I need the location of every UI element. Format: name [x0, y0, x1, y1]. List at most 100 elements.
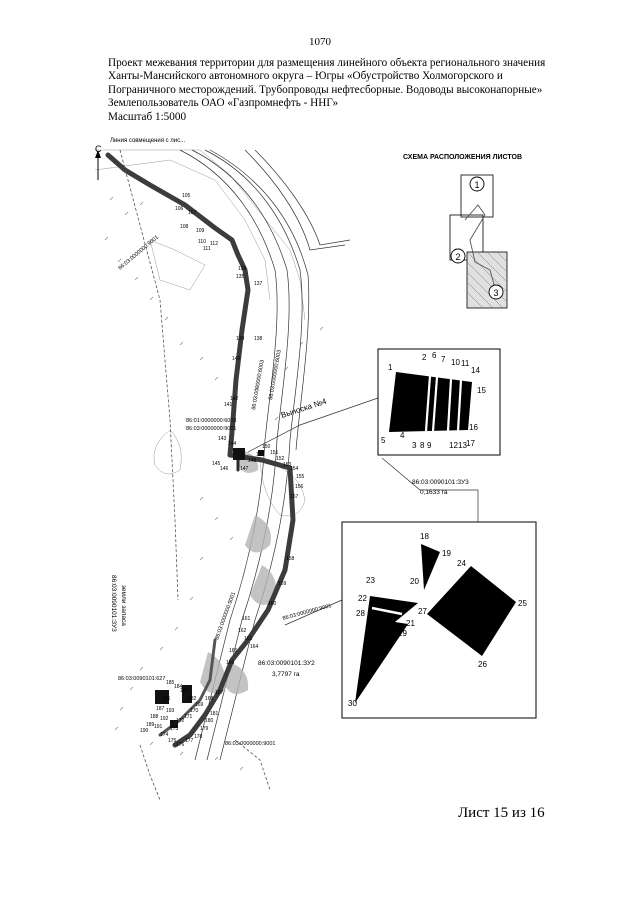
route-point-label: 139	[236, 336, 245, 342]
route-point-label: 140	[232, 356, 241, 362]
route-point-label: 181	[210, 711, 219, 717]
route-point-label: 151	[270, 450, 279, 456]
route-point-label: 185	[166, 680, 175, 686]
route-point-label: 153	[283, 462, 292, 468]
inset-top-point: 15	[477, 386, 486, 395]
route-point-label: 154	[290, 466, 299, 472]
route-point-label: 145	[212, 461, 221, 467]
land-user-line: Землепользователь ОАО «Газпромнефть - НН…	[108, 97, 339, 110]
route-point-label: 107	[188, 210, 197, 216]
title-line-2: Ханты-Мансийского автономного округа – Ю…	[108, 70, 503, 83]
inset-top-point: 1	[388, 363, 393, 372]
route-point-label: 179	[200, 726, 209, 732]
route-point-label: 175	[168, 738, 177, 744]
parcel-label: 86:03:0090101:ЗУ3	[412, 479, 469, 486]
route-point-label: 136	[238, 266, 247, 272]
route-point-label: 150	[262, 444, 271, 450]
route-point-label: 193	[166, 708, 175, 714]
inset-bottom-point: 25	[518, 599, 527, 608]
route-point-label: 147	[240, 466, 249, 472]
parcel-label: 86:03:0000000:9001	[117, 234, 160, 271]
inset-bottom-point: 19	[442, 549, 451, 558]
route-point-label: 182	[188, 696, 197, 702]
inset-bottom-point: 24	[457, 559, 466, 568]
sheet-scheme: СХЕМА РАСПОЛОЖЕНИЯ ЛИСТОВ 1 2 3	[403, 154, 522, 309]
route-point-label: 180	[205, 718, 214, 724]
parcel-label: 86:03:0000000:9001	[225, 741, 275, 747]
parcel-label: 86:03:0000000:9001	[214, 591, 237, 640]
route-point-label: 169	[195, 702, 204, 708]
route-point-label: 149	[256, 452, 265, 458]
route-point-label: 155	[296, 474, 305, 480]
parcel-area-label: 3,7797 га	[272, 671, 300, 678]
parcel-label: 86:03:0000000:9001	[186, 426, 236, 432]
route-point-label: 141	[224, 402, 233, 408]
route-point-label: 174	[160, 732, 169, 738]
inset-bottom-point: 23	[366, 576, 375, 585]
route-point-label: 163	[244, 636, 253, 642]
parcel-label: 86:03:0000000:6003	[251, 360, 266, 411]
route-point-label: 144	[228, 441, 237, 447]
shaded-areas	[200, 450, 277, 694]
route-point-label: 162	[238, 628, 247, 634]
parcel-label: 86:03:0090101:627	[118, 676, 165, 682]
route-point-label: 156	[295, 484, 304, 490]
parcel-label: 86:03:0000000:6003	[268, 350, 283, 401]
route-point-label: 158	[286, 556, 295, 562]
route-point-label: 137	[254, 281, 263, 287]
map-top-label: Линия совмещения с лис...	[110, 138, 185, 144]
inset-top-point: 11	[461, 359, 470, 368]
inset-leaders	[247, 397, 479, 626]
north-label: С	[95, 144, 102, 154]
route-point-label: 184	[174, 684, 183, 690]
route-point-label: 146	[220, 466, 229, 472]
route-point-label: 165	[229, 648, 238, 654]
route-point-label: 191	[154, 724, 163, 730]
route-point-label: 167	[215, 690, 224, 696]
route-point-label: 176	[176, 742, 185, 748]
parcel-boundaries	[119, 149, 271, 801]
inset-top-point: 5	[381, 436, 386, 445]
inset-top-point: 6	[432, 351, 437, 360]
page-number: 1070	[309, 36, 331, 48]
sheet-2-frame	[449, 214, 484, 261]
route-point-label: 192	[160, 716, 169, 722]
parcel-category-label: земли запаса	[120, 585, 127, 626]
inset-top-point: 2	[422, 353, 427, 362]
route-point-label: 166	[226, 660, 235, 666]
inset-bottom-point: 21	[406, 619, 415, 628]
route-point-label: 112	[210, 241, 218, 247]
route-point-label: 187	[156, 706, 165, 712]
map-terrain	[94, 149, 306, 517]
sheet-3-frame	[466, 251, 508, 309]
route-point-label: 178	[194, 734, 203, 740]
route-point-label: 183	[180, 688, 189, 694]
north-arrow: С	[95, 144, 102, 180]
route-point-label: 168	[205, 696, 214, 702]
route-point-label: 190	[140, 728, 149, 734]
parcel-label: 86:03:0000000:9001	[282, 603, 332, 622]
route-point-label: 159	[278, 581, 287, 587]
inset-top-point: 7	[441, 355, 446, 364]
parcel-label: 86:03:0090101:ЗУ3	[110, 575, 117, 632]
inset-bottom-point: 30	[348, 699, 357, 708]
inset-top-point: 17	[466, 439, 475, 448]
parcel-label: 86:03:0090101:ЗУ2	[258, 660, 315, 667]
sheet-2-marker	[450, 248, 466, 264]
route-point-label: 188	[150, 714, 159, 720]
route-point-label: 110	[198, 239, 206, 245]
route-point-label: 157	[290, 494, 299, 500]
route-point-label: 160	[268, 601, 277, 607]
inset-top-point: 14	[471, 366, 480, 375]
inset-bottom-square	[427, 566, 516, 656]
route-point-label: 173	[170, 726, 179, 732]
inset-top-point: 4	[400, 431, 405, 440]
route-point-label: 108	[180, 224, 189, 230]
route-point-label: 164	[250, 644, 259, 650]
inset-top-point: 13	[458, 441, 467, 450]
sheet-2-number: 2	[455, 252, 460, 262]
sheet-1-frame	[460, 174, 494, 218]
sheet-scheme-title: СХЕМА РАСПОЛОЖЕНИЯ ЛИСТОВ	[403, 154, 522, 161]
